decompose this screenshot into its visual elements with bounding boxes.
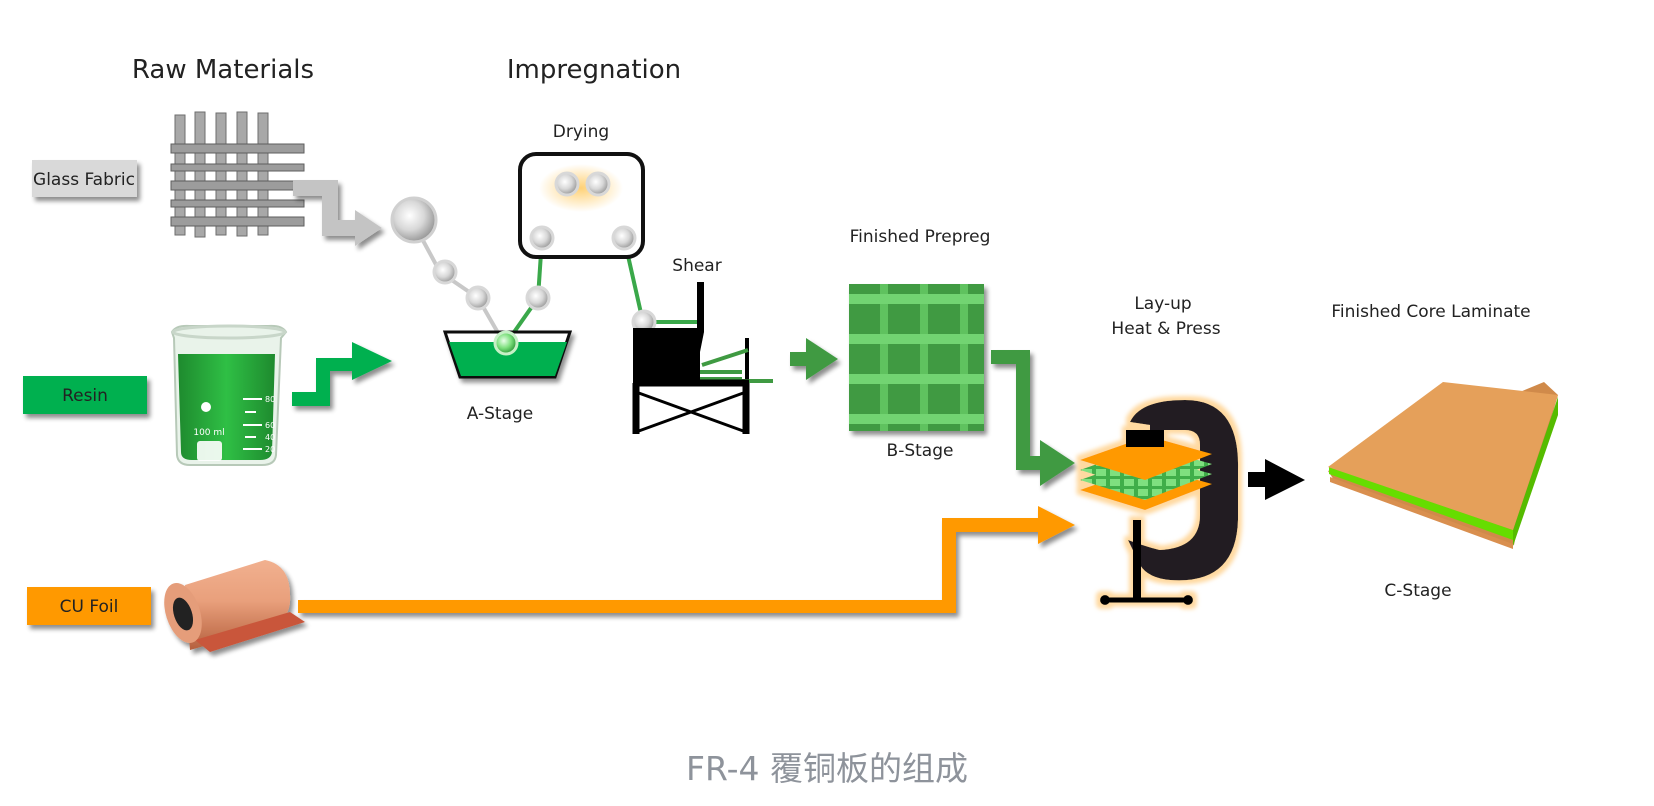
oven-roller <box>585 171 611 197</box>
beaker-mark-40: 40 <box>265 433 275 442</box>
layup-label: Lay-up <box>1134 294 1191 314</box>
guide-roller <box>525 285 551 311</box>
oven-roller <box>529 225 555 251</box>
beaker-mark-60: 60 <box>265 421 275 430</box>
resin-arrow <box>292 342 392 406</box>
beaker-mark-20: 20 <box>265 445 275 454</box>
oven-roller <box>554 171 580 197</box>
guide-roller <box>432 259 458 285</box>
shear-to-prepreg-arrow <box>790 338 838 380</box>
b-stage-label: B-Stage <box>887 441 954 461</box>
shear-machine-icon <box>632 282 773 434</box>
cu-foil-text: CU Foil <box>60 597 119 617</box>
resin-label: Resin <box>23 376 147 414</box>
beaker-mark-80: 80 <box>265 395 275 404</box>
cu-foil-box <box>27 587 151 625</box>
rollers <box>390 171 657 356</box>
resin-box <box>23 376 147 414</box>
cu-foil-label: CU Foil <box>27 587 151 625</box>
raw-materials-heading: Raw Materials <box>132 55 314 85</box>
core-laminate-icon <box>1328 382 1558 549</box>
prepreg-to-press-arrow <box>991 350 1075 486</box>
c-clamp-press-icon <box>1080 400 1239 605</box>
heat-glow <box>539 164 623 212</box>
cu-foil-arrow <box>298 506 1075 613</box>
glass-fabric-text: Glass Fabric <box>33 170 135 190</box>
glass-fabric-weave-icon <box>170 111 305 238</box>
resin-beaker-icon: 100 ml 80 60 40 20 <box>170 324 288 466</box>
shear-label: Shear <box>672 256 721 276</box>
glass-arrow <box>293 180 382 246</box>
oven-roller <box>611 225 637 251</box>
prepreg-sheet-icon <box>849 284 984 431</box>
beaker-volume-label: 100 ml <box>193 428 224 438</box>
layup-stack <box>1080 430 1212 510</box>
figure-caption: FR-4 覆铜板的组成 <box>686 749 968 788</box>
c-stage-label: C-Stage <box>1384 581 1451 601</box>
dip-roller <box>493 330 519 356</box>
drying-label: Drying <box>553 122 609 142</box>
feed-roller <box>390 196 438 244</box>
finished-core-label: Finished Core Laminate <box>1331 302 1530 322</box>
a-stage-label: A-Stage <box>467 404 534 424</box>
guide-roller <box>465 285 491 311</box>
glass-fabric-label: Glass Fabric <box>32 160 137 197</box>
resin-text: Resin <box>62 386 108 406</box>
heat-press-label: Heat & Press <box>1111 319 1220 339</box>
copper-foil-roll-icon <box>164 560 305 652</box>
glass-fabric-box <box>32 160 137 197</box>
finished-prepreg-label: Finished Prepreg <box>850 227 991 247</box>
press-to-laminate-arrow <box>1248 459 1305 500</box>
impregnation-heading: Impregnation <box>507 55 681 85</box>
